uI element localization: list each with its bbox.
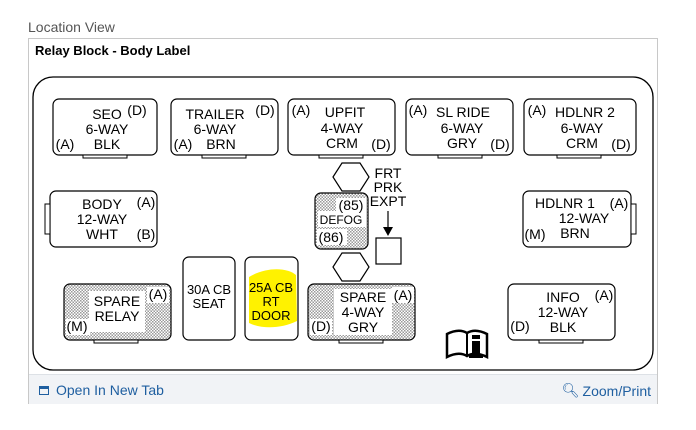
upfit-pin-d: (D) [371, 136, 390, 152]
connector-hdlnr-1[interactable]: HDLNR 1 (A) 12-WAY (M) BRN [522, 190, 637, 248]
hdlnr1-name: HDLNR 1 [535, 195, 595, 211]
hdlnr2-name: HDLNR 2 [555, 104, 615, 120]
info-ways: 12-WAY [538, 304, 589, 320]
cb30-rating: 30A CB [187, 282, 231, 297]
hdlnr1-pin-a: (A) [610, 195, 629, 211]
body-ways: 12-WAY [77, 211, 128, 227]
connector-sl-ride[interactable]: (A) SL RIDE 6-WAY GRY (D) [405, 98, 514, 159]
seo-color: BLK [94, 136, 121, 152]
spare-relay-line-2: RELAY [95, 308, 141, 324]
frt-line-1: FRT [375, 165, 402, 181]
spare4-name: SPARE [340, 289, 386, 305]
cb25-label-1: RT [262, 294, 279, 309]
connector-trailer[interactable]: TRAILER (D) 6-WAY (A) BRN [170, 98, 279, 159]
hdlnr2-pin-a: (A) [528, 102, 547, 118]
trailer-name: TRAILER [185, 106, 244, 122]
breaker-30a-seat[interactable]: 30A CB SEAT [182, 256, 236, 341]
slride-pin-a: (A) [409, 102, 428, 118]
slride-color: GRY [447, 135, 478, 151]
body-pin-a: (A) [137, 194, 156, 210]
cb25-label-2: DOOR [252, 308, 291, 323]
hdlnr1-color: BRN [560, 225, 590, 241]
trailer-pin-d: (D) [255, 102, 274, 118]
info-color: BLK [550, 319, 577, 335]
body-color: WHT [86, 226, 118, 242]
cb30-label: SEAT [193, 296, 226, 311]
section-label: Location View [28, 19, 115, 35]
upfit-color: CRM [326, 135, 358, 151]
open-in-new-tab-label: Open In New Tab [56, 382, 164, 398]
hdlnr2-pin-d: (D) [611, 136, 630, 152]
upfit-ways: 4-WAY [321, 120, 364, 136]
connector-body[interactable]: BODY (A) 12-WAY WHT (B) [44, 190, 158, 248]
hexagon-upper [332, 162, 370, 192]
connector-seo[interactable]: SEO (D) 6-WAY (A) BLK [52, 98, 158, 159]
slride-pin-d: (D) [490, 136, 509, 152]
zoom-icon: 🔍︎ [561, 382, 580, 398]
body-pin-b: (B) [137, 226, 156, 242]
spare-relay-line-1: SPARE [94, 293, 140, 309]
spare-relay-pin-m: (M) [67, 318, 88, 334]
info-pin-a: (A) [595, 287, 614, 303]
seo-ways: 6-WAY [86, 121, 129, 137]
connector-info[interactable]: INFO (A) 12-WAY (D) BLK [507, 283, 616, 344]
panel-title: Relay Block - Body Label [35, 43, 191, 58]
panel-footer: Open In New Tab 🔍︎ Zoom/Print [29, 374, 657, 404]
hdlnr1-ways: 12-WAY [559, 210, 610, 226]
defog-pin-86: (86) [319, 229, 344, 245]
connector-upfit[interactable]: (A) UPFIT 4-WAY CRM (D) [287, 98, 396, 159]
upfit-name: UPFIT [325, 104, 366, 120]
spare4-color: GRY [348, 319, 379, 335]
label-frt-prk-expt: FRT PRK EXPT [370, 165, 407, 236]
spare4-pin-d: (D) [311, 318, 330, 334]
defog-name: DEFOG [320, 213, 363, 227]
frt-prk-expt-relay[interactable] [375, 237, 402, 265]
slride-ways: 6-WAY [441, 120, 484, 136]
seo-pin-a: (A) [56, 136, 75, 152]
frt-line-2: PRK [374, 179, 403, 195]
frt-line-3: EXPT [370, 193, 407, 209]
info-name: INFO [546, 289, 580, 305]
trailer-ways: 6-WAY [194, 121, 237, 137]
info-pin-d: (D) [510, 318, 529, 334]
info-book-icon[interactable] [445, 329, 489, 360]
hdlnr2-color: CRM [566, 135, 598, 151]
trailer-pin-a: (A) [174, 136, 193, 152]
relay-spare[interactable]: SPARE (A) RELAY (M) [63, 283, 172, 344]
relay-block-diagram: SEO (D) 6-WAY (A) BLK TRAILER (D) 6-WAY … [32, 76, 654, 371]
diagram-panel: Relay Block - Body Label SEO (D) 6-WAY (… [28, 38, 658, 404]
highlight-mark [249, 269, 297, 328]
cb25-rating: 25A CB [249, 280, 293, 295]
relay-defog[interactable]: (85) DEFOG (86) [314, 192, 369, 250]
upfit-pin-a: (A) [292, 102, 311, 118]
hdlnr2-ways: 6-WAY [561, 120, 604, 136]
spare-relay-pin-a: (A) [149, 286, 168, 302]
slride-name: SL RIDE [436, 104, 490, 120]
connector-spare-4-way[interactable]: SPARE (A) 4-WAY (D) GRY [307, 283, 416, 344]
hexagon-lower [332, 252, 370, 282]
spare4-pin-a: (A) [394, 287, 413, 303]
open-tab-icon [39, 385, 49, 395]
body-name: BODY [82, 196, 122, 212]
zoom-print-link[interactable]: 🔍︎ Zoom/Print [562, 382, 651, 399]
zoom-print-label: Zoom/Print [582, 382, 651, 399]
open-in-new-tab-link[interactable]: Open In New Tab [39, 382, 164, 398]
defog-pin-85: (85) [339, 197, 364, 213]
spare4-ways: 4-WAY [342, 304, 385, 320]
connector-hdlnr-2[interactable]: (A) HDLNR 2 6-WAY CRM (D) [523, 98, 637, 159]
seo-name: SEO [92, 106, 122, 122]
breaker-25a-rt-door[interactable]: 25A CB RT DOOR [244, 256, 299, 341]
seo-pin-d: (D) [127, 102, 146, 118]
trailer-color: BRN [206, 136, 236, 152]
hdlnr1-pin-m: (M) [525, 226, 546, 242]
